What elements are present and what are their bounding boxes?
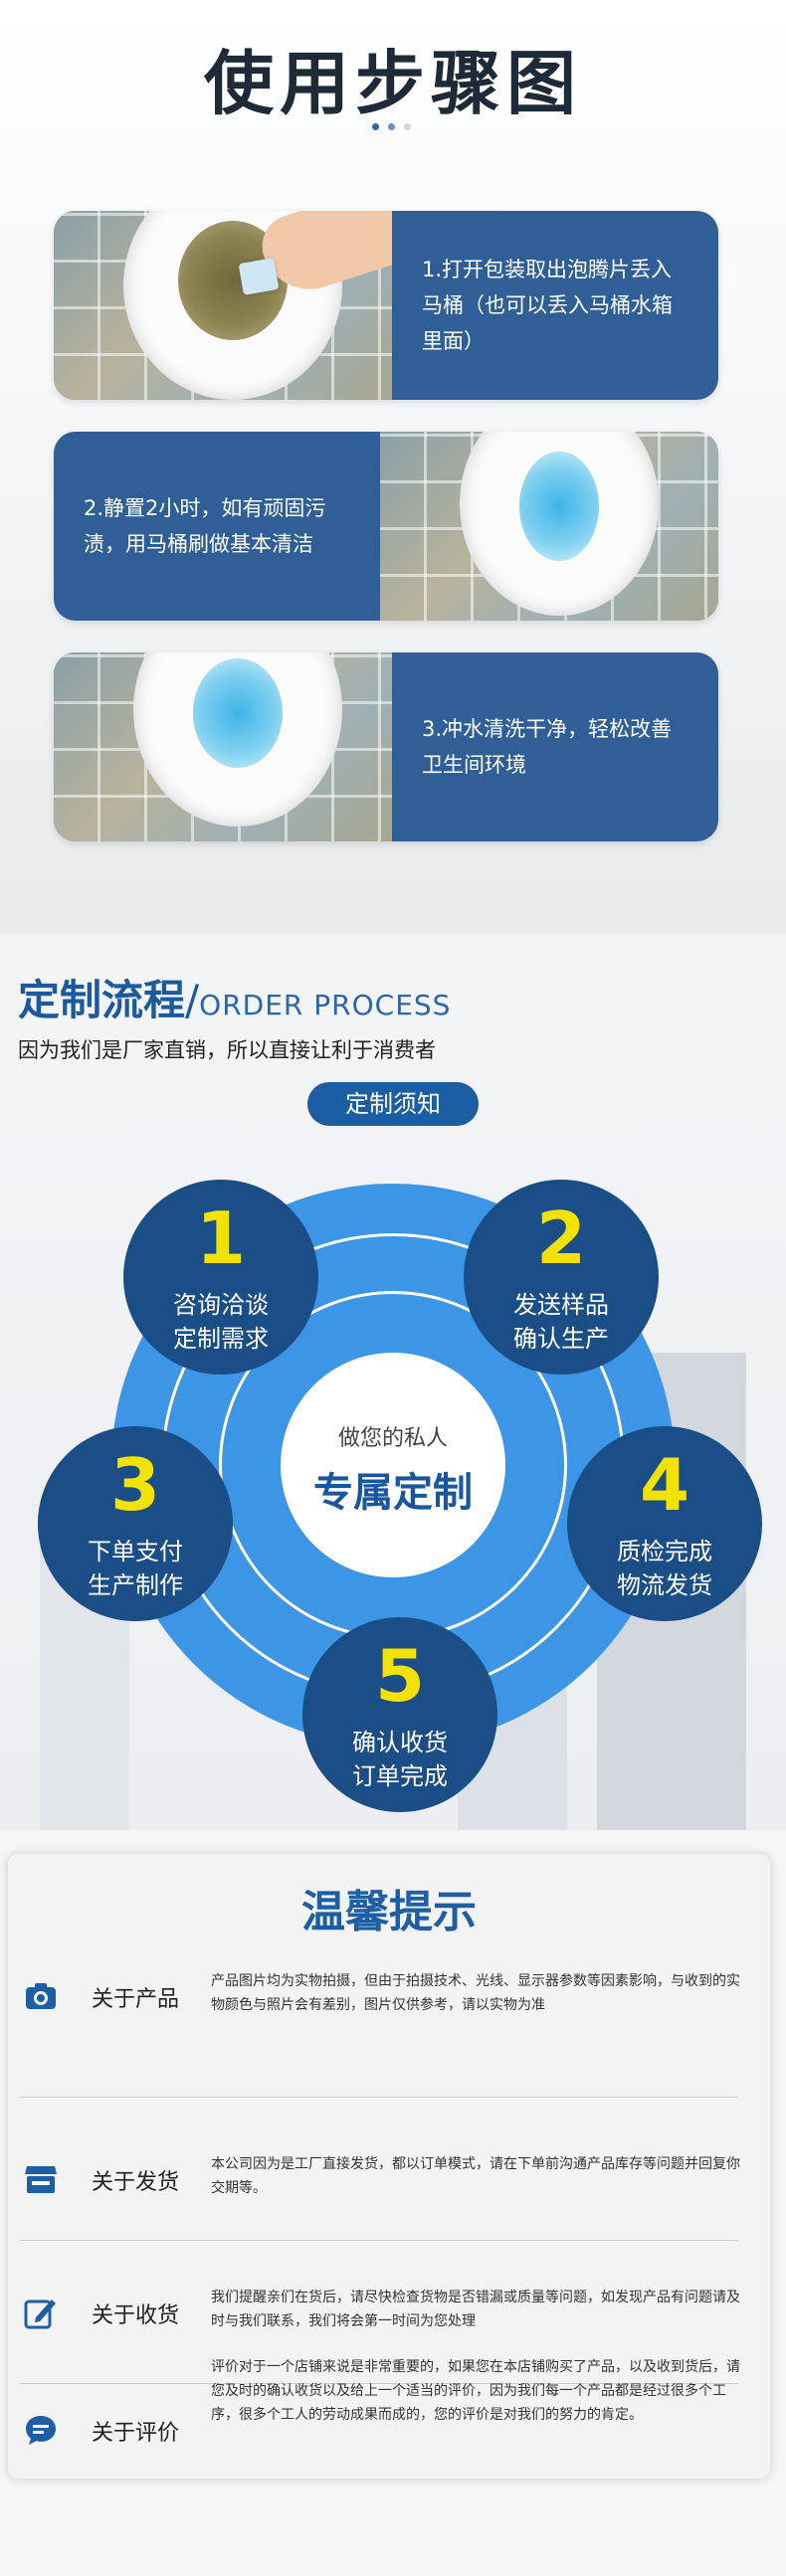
process-node-1: 1 咨询洽谈 定制需求 — [123, 1180, 318, 1375]
tip-desc: 本公司因为是工厂直接发货，都以订单模式，请在下单前沟通产品库存等问题并回复你交期… — [211, 2156, 740, 2196]
tip-receiving: 关于收货 我们提醒亲们在货后，请尽快检查货物是否错漏或质量等问题，如发现产品有问… — [8, 2246, 770, 2375]
node-line-2: 定制需求 — [173, 1325, 269, 1353]
node-line-1: 质检完成 — [617, 1538, 712, 1565]
step-3-photo — [54, 652, 392, 841]
node-line-2: 订单完成 — [352, 1762, 448, 1790]
chat-icon — [26, 2416, 56, 2445]
node-line-2: 生产制作 — [88, 1571, 183, 1599]
process-node-4: 4 质检完成 物流发货 — [567, 1426, 762, 1621]
dot-3 — [404, 123, 411, 130]
tip-review: 关于评价 评价对于一个店铺来说是非常重要的，如果您在本店铺购买了产品，以及收到货… — [8, 2359, 770, 2479]
tablet-image — [238, 258, 280, 295]
node-number: 1 — [195, 1196, 247, 1280]
step-1-photo — [54, 211, 392, 400]
divider — [20, 2240, 738, 2241]
divider — [20, 2383, 738, 2384]
store-icon — [25, 2166, 57, 2193]
tip-product: 关于产品 产品图片均为实物拍摄，但由于拍摄技术、光线、显示器参数等因素影响，与收… — [8, 1953, 770, 2083]
tip-label: 关于收货 — [92, 2303, 180, 2328]
step-card-3: 3.冲水清洗干净，轻松改善卫生间环境 — [54, 652, 718, 841]
process-title-slash: / — [185, 976, 200, 1024]
process-subtitle: 因为我们是厂家直销，所以直接让利于消费者 — [18, 1038, 436, 1062]
carousel-dots — [368, 123, 418, 131]
node-line-2: 物流发货 — [617, 1571, 712, 1599]
tip-desc: 产品图片均为实物拍摄，但由于拍摄技术、光线、显示器参数等因素影响，与收到的实物颜… — [211, 1973, 740, 2013]
order-process-section: 定制流程/ORDER PROCESS 因为我们是厂家直销，所以直接让利于消费者 … — [0, 935, 786, 1830]
step-1-text: 1.打开包装取出泡腾片丢入马桶（也可以丢入马桶水箱里面） — [422, 258, 673, 353]
dot-1 — [372, 123, 379, 130]
tip-desc: 评价对于一个店铺来说是非常重要的，如果您在本店铺购买了产品，以及收到货后，请您及… — [211, 2359, 740, 2423]
node-line-1: 发送样品 — [513, 1291, 609, 1319]
step-3-text: 3.冲水清洗干净，轻松改善卫生间环境 — [422, 717, 673, 777]
camera-icon — [26, 1983, 56, 2009]
tips-title: 温馨提示 — [301, 1887, 477, 1937]
step-card-2: 2.静置2小时，如有顽固污渍，用马桶刷做基本清洁 — [54, 432, 718, 621]
usage-title: 使用步骤图 — [204, 43, 582, 124]
center-big-text: 专属定制 — [313, 1470, 473, 1516]
blue-water — [193, 658, 283, 768]
node-number: 2 — [535, 1196, 587, 1280]
node-line-1: 确认收货 — [352, 1729, 448, 1756]
tip-shipping: 关于发货 本公司因为是工厂直接发货，都以订单模式，请在下单前沟通产品库存等问题并… — [8, 2103, 770, 2232]
tip-label: 关于发货 — [92, 2170, 180, 2195]
center-small-text: 做您的私人 — [337, 1426, 448, 1451]
tip-desc: 我们提醒亲们在货后，请尽快检查货物是否错漏或质量等问题，如发现产品有问题请及时与… — [211, 2290, 740, 2329]
node-number: 4 — [639, 1443, 690, 1527]
process-node-2: 2 发送样品 确认生产 — [464, 1180, 659, 1375]
process-title-en: ORDER PROCESS — [199, 989, 452, 1021]
node-number: 5 — [374, 1634, 426, 1718]
node-number: 3 — [109, 1443, 161, 1527]
process-center: 做您的私人 专属定制 — [281, 1353, 505, 1577]
process-title: 定制流程/ORDER PROCESS — [18, 967, 451, 1027]
blue-water — [519, 452, 599, 561]
node-line-2: 确认生产 — [513, 1325, 609, 1353]
step-card-1: 1.打开包装取出泡腾片丢入马桶（也可以丢入马桶水箱里面） — [54, 211, 718, 400]
custom-notice-button[interactable]: 定制须知 — [307, 1082, 479, 1126]
dot-2 — [388, 123, 395, 130]
edit-icon — [24, 2300, 56, 2329]
node-line-1: 咨询洽谈 — [173, 1291, 269, 1319]
step-2-photo — [380, 432, 718, 621]
process-node-5: 5 确认收货 订单完成 — [302, 1617, 497, 1812]
usage-steps-section: 使用步骤图 1.打开包装取出泡腾片丢入马桶（也可以丢入马桶水箱里面） 2.静置2… — [0, 0, 786, 935]
divider — [20, 2097, 738, 2098]
node-line-1: 下单支付 — [88, 1538, 183, 1565]
tip-label: 关于评价 — [92, 2421, 180, 2446]
process-node-3: 3 下单支付 生产制作 — [38, 1426, 233, 1621]
step-2-text: 2.静置2小时，如有顽固污渍，用马桶刷做基本清洁 — [84, 496, 326, 556]
warm-tips-card: 温馨提示 关于产品 产品图片均为实物拍摄，但由于拍摄技术、光线、显示器参数等因素… — [8, 1854, 770, 2479]
process-title-cn: 定制流程 — [18, 976, 186, 1024]
tip-label: 关于产品 — [92, 1987, 180, 2012]
